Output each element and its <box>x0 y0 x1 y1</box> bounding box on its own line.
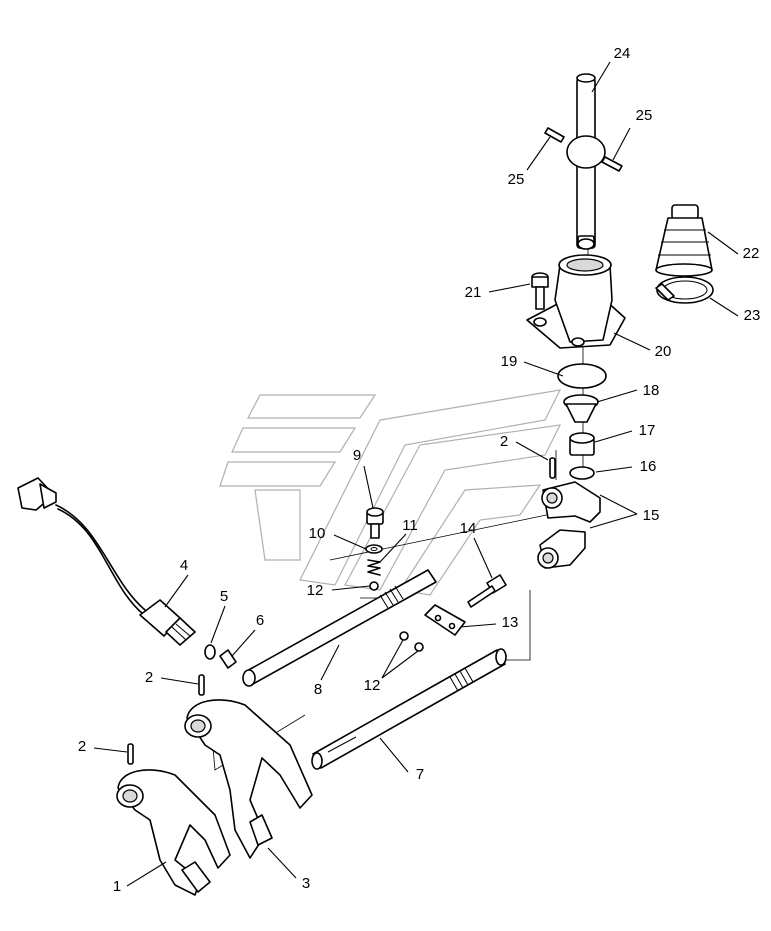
callout-c4: 4 <box>180 557 188 574</box>
callout-c12a: 12 <box>307 582 324 599</box>
part-9-bolt <box>366 507 384 539</box>
part-21-bolt <box>531 272 549 310</box>
part-23-clamp <box>655 276 714 304</box>
part-18-spring-seat <box>563 394 599 423</box>
callout-c2a: 2 <box>500 433 508 450</box>
part-15-selector-upper <box>541 481 601 523</box>
callout-c17: 17 <box>639 422 656 439</box>
part-25-pin-right <box>601 156 623 172</box>
part-6-sleeve <box>219 649 237 669</box>
part-12-ball-upper <box>369 581 379 591</box>
callout-c1: 1 <box>113 878 121 895</box>
callout-c13: 13 <box>502 614 519 631</box>
callout-c18: 18 <box>643 382 660 399</box>
part-4-switch <box>17 477 196 646</box>
callout-c5: 5 <box>220 588 228 605</box>
part-1-shift-fork <box>116 769 231 896</box>
callout-c8: 8 <box>314 681 322 698</box>
callout-c6: 6 <box>256 612 264 629</box>
part-22-boot <box>655 204 713 277</box>
part-10-washer <box>365 544 383 554</box>
part-14-bolt <box>467 574 507 608</box>
leader-lines <box>93 61 739 887</box>
callout-c21: 21 <box>465 284 482 301</box>
callout-c7: 7 <box>416 766 424 783</box>
part-3-shift-fork <box>184 699 313 859</box>
callout-c24: 24 <box>614 45 631 62</box>
part-8-selector-shaft <box>242 569 437 687</box>
part-25-pin-left <box>544 127 565 143</box>
callout-c2c: 2 <box>78 738 86 755</box>
callout-c11: 11 <box>402 517 418 534</box>
part-20-lever-housing <box>526 254 626 349</box>
part-5-o-ring <box>204 644 216 660</box>
callout-c9: 9 <box>353 447 361 464</box>
watermark-emblem <box>219 389 562 596</box>
part-2-pin-mid <box>198 674 205 696</box>
callout-c23: 23 <box>744 307 761 324</box>
part-2-pin-lower <box>127 743 134 765</box>
part-2-pin-upper <box>549 457 556 479</box>
part-16-circlip <box>569 466 595 480</box>
part-7-selector-shaft <box>311 648 507 770</box>
callout-c3: 3 <box>302 875 310 892</box>
part-12-ball-lower-a <box>399 631 409 641</box>
part-19-o-ring <box>557 363 607 389</box>
part-17-bushing <box>569 432 595 456</box>
part-15-selector-lower <box>537 529 586 569</box>
part-12-ball-lower-b <box>414 642 424 652</box>
part-11-spring <box>367 559 381 576</box>
callout-c25a: 25 <box>636 107 653 124</box>
callout-c2b: 2 <box>145 669 153 686</box>
part-13-plate <box>424 604 466 636</box>
callout-c10: 10 <box>309 525 326 542</box>
callout-c19: 19 <box>501 353 518 370</box>
callout-c12b: 12 <box>364 677 381 694</box>
callout-c14: 14 <box>460 520 477 537</box>
callout-c22: 22 <box>743 245 760 262</box>
callout-c15: 15 <box>643 507 660 524</box>
callout-c16: 16 <box>640 458 657 475</box>
part-24-gear-lever <box>566 73 606 250</box>
callout-c20: 20 <box>655 343 672 360</box>
callout-c25b: 25 <box>508 171 525 188</box>
